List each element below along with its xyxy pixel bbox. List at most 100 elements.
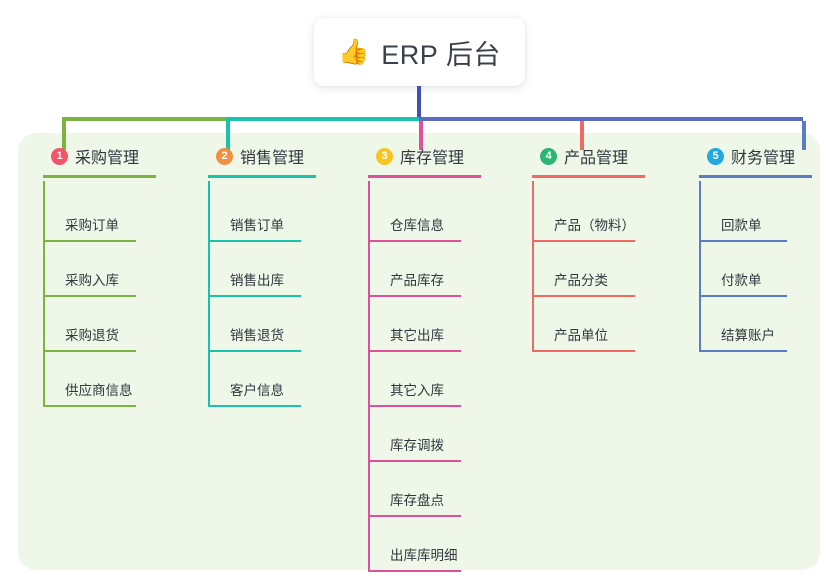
branch-column-4: 4 产品管理 <box>532 143 645 178</box>
branch-header-label: 库存管理 <box>400 150 465 167</box>
branch-number-badge: 4 <box>540 147 557 165</box>
leaf-node-underline <box>368 240 461 242</box>
leaf-node[interactable]: 销售订单 <box>208 198 301 242</box>
drop-connector-3 <box>419 121 423 150</box>
branch-spine-2 <box>208 181 210 407</box>
branch-header-采购管理[interactable]: 1 采购管理 <box>43 143 156 169</box>
leaf-node-label: 产品单位 <box>554 328 608 343</box>
leaf-node-underline <box>699 240 787 242</box>
leaf-node[interactable]: 库存调拨 <box>368 418 461 462</box>
leaf-node-underline <box>532 240 635 242</box>
leaf-node-label: 供应商信息 <box>65 383 133 398</box>
leaf-node[interactable]: 出库库明细 <box>368 528 461 572</box>
leaf-node-underline <box>368 350 461 352</box>
leaf-node-underline <box>368 405 461 407</box>
root-node-erp-backend[interactable]: 👍 ERP 后台 <box>314 18 525 86</box>
leaf-node-label: 销售订单 <box>230 218 284 233</box>
drop-connector-5 <box>802 121 806 150</box>
leaf-node-label: 产品（物料） <box>554 218 635 233</box>
leaf-node[interactable]: 其它入库 <box>368 363 461 407</box>
leaf-node-underline <box>43 405 136 407</box>
leaf-node[interactable]: 产品库存 <box>368 253 461 297</box>
branch-header-库存管理[interactable]: 3 库存管理 <box>368 143 481 169</box>
leaf-node-label: 库存调拨 <box>390 438 444 453</box>
branch-header-label: 财务管理 <box>731 150 796 167</box>
branch-header-销售管理[interactable]: 2 销售管理 <box>208 143 316 169</box>
leaf-node-label: 其它出库 <box>390 328 444 343</box>
leaf-node-label: 客户信息 <box>230 383 284 398</box>
leaf-node-underline <box>368 295 461 297</box>
drop-connector-4 <box>580 121 584 150</box>
leaf-node-underline <box>699 295 787 297</box>
leaf-node-underline <box>699 350 787 352</box>
leaf-node[interactable]: 销售退货 <box>208 308 301 352</box>
leaf-node-label: 销售出库 <box>230 273 284 288</box>
leaf-node-label: 采购入库 <box>65 273 119 288</box>
bus-segment-1 <box>62 117 227 121</box>
leaf-node-label: 仓库信息 <box>390 218 444 233</box>
leaf-node[interactable]: 付款单 <box>699 253 787 297</box>
bus-segment-3 <box>419 117 803 121</box>
leaf-node-underline <box>368 570 461 572</box>
leaf-node-label: 付款单 <box>721 273 762 288</box>
branch-spine-5 <box>699 181 701 352</box>
trunk-connector <box>417 86 421 119</box>
branch-header-产品管理[interactable]: 4 产品管理 <box>532 143 645 169</box>
branch-header-label: 产品管理 <box>564 150 629 167</box>
leaf-node[interactable]: 结算账户 <box>699 308 787 352</box>
leaf-node-underline <box>208 295 301 297</box>
leaf-node-label: 出库库明细 <box>390 548 458 563</box>
leaf-node-label: 销售退货 <box>230 328 284 343</box>
leaf-node-underline <box>208 240 301 242</box>
branch-number-badge: 1 <box>51 147 68 165</box>
leaf-node-underline <box>532 295 635 297</box>
leaf-node[interactable]: 库存盘点 <box>368 473 461 517</box>
leaf-node-label: 回款单 <box>721 218 762 233</box>
leaf-node-underline <box>368 460 461 462</box>
leaf-node[interactable]: 采购退货 <box>43 308 136 352</box>
leaf-node[interactable]: 回款单 <box>699 198 787 242</box>
branch-column-2: 2 销售管理 <box>208 143 316 178</box>
drop-connector-2 <box>226 121 230 150</box>
leaf-node-underline <box>43 350 136 352</box>
branch-number-badge: 3 <box>376 147 393 165</box>
branch-header-label: 采购管理 <box>75 150 140 167</box>
branch-column-1: 1 采购管理 <box>43 143 156 178</box>
leaf-node[interactable]: 其它出库 <box>368 308 461 352</box>
leaf-node-underline <box>43 240 136 242</box>
leaf-node[interactable]: 采购入库 <box>43 253 136 297</box>
branch-column-3: 3 库存管理 <box>368 143 481 178</box>
branch-header-underline <box>43 175 156 178</box>
branch-number-badge: 2 <box>216 147 233 165</box>
branch-header-underline <box>532 175 645 178</box>
leaf-node-underline <box>532 350 635 352</box>
thumbs-up-icon: 👍 <box>338 37 370 66</box>
leaf-node-label: 采购订单 <box>65 218 119 233</box>
leaf-node[interactable]: 产品（物料） <box>532 198 635 242</box>
leaf-node-label: 库存盘点 <box>390 493 444 508</box>
root-node-label: ERP 后台 <box>381 39 501 70</box>
branch-spine-3 <box>368 181 370 572</box>
leaf-node[interactable]: 产品分类 <box>532 253 635 297</box>
branch-header-underline <box>208 175 316 178</box>
leaf-node[interactable]: 客户信息 <box>208 363 301 407</box>
leaf-node[interactable]: 供应商信息 <box>43 363 136 407</box>
leaf-node-label: 其它入库 <box>390 383 444 398</box>
leaf-node-label: 产品库存 <box>390 273 444 288</box>
branch-spine-1 <box>43 181 45 407</box>
leaf-node-label: 结算账户 <box>721 328 775 343</box>
leaf-node-underline <box>368 515 461 517</box>
branch-spine-4 <box>532 181 534 352</box>
drop-connector-1 <box>62 121 66 150</box>
branch-header-label: 销售管理 <box>240 150 305 167</box>
leaf-node[interactable]: 采购订单 <box>43 198 136 242</box>
branch-header-underline <box>699 175 812 178</box>
leaf-node-underline <box>43 295 136 297</box>
branch-header-underline <box>368 175 481 178</box>
leaf-node-label: 采购退货 <box>65 328 119 343</box>
leaf-node[interactable]: 仓库信息 <box>368 198 461 242</box>
leaf-node[interactable]: 销售出库 <box>208 253 301 297</box>
leaf-node[interactable]: 产品单位 <box>532 308 635 352</box>
